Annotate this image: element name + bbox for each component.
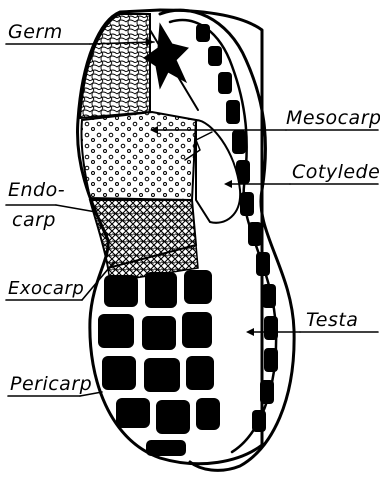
label-pericarp: Pericarp: [10, 373, 92, 395]
mesocarp-region: [81, 112, 196, 200]
peanut-shell-left: [78, 10, 262, 464]
label-exocarp: Exocarp: [8, 278, 84, 299]
label-testa: Testa: [306, 309, 358, 331]
label-mesocarp: Mesocarp: [286, 107, 380, 129]
germ-region: [80, 14, 150, 118]
label-germ: Germ: [8, 21, 63, 43]
label-endocarp-line2: carp: [12, 209, 56, 231]
germ-sprout: [144, 24, 198, 110]
pericarp-cells: [98, 270, 220, 456]
label-cotyledon: Cotyleden: [292, 161, 380, 183]
label-endocarp-line1: Endo-: [8, 179, 65, 201]
